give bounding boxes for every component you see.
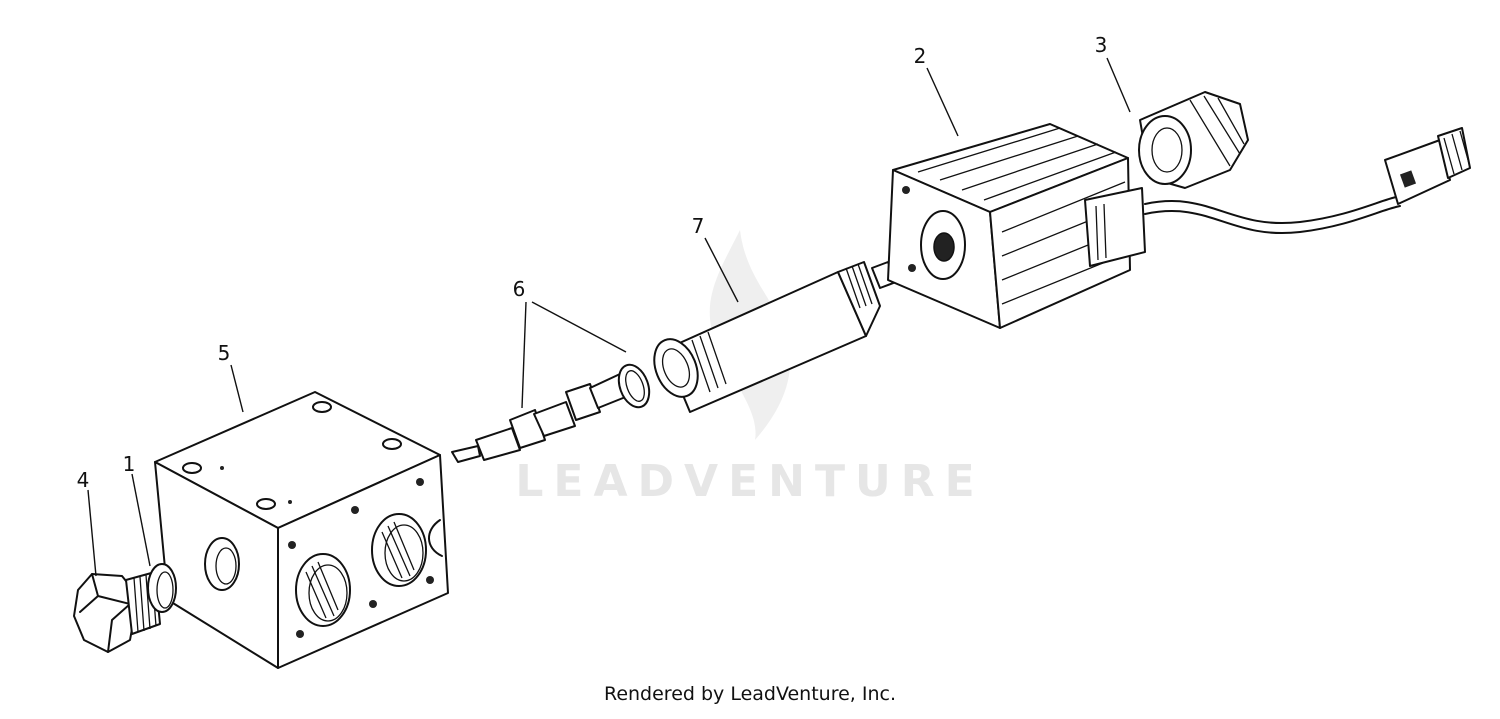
part-2-coil bbox=[887, 123, 1146, 329]
watermark-text: LEADVENTURE bbox=[515, 456, 984, 507]
callout-4: 4 bbox=[77, 468, 90, 492]
part-3-nut bbox=[1138, 91, 1249, 189]
callout-5: 5 bbox=[218, 341, 231, 365]
part-6-spool bbox=[451, 363, 651, 463]
connector-wire bbox=[1144, 127, 1471, 235]
callout-7: 7 bbox=[692, 214, 705, 238]
leader-lines bbox=[87, 57, 1131, 577]
callout-2: 2 bbox=[914, 44, 927, 68]
part-1-washer bbox=[147, 563, 177, 613]
footer-credit: Rendered by LeadVenture, Inc. bbox=[603, 683, 897, 705]
callouts: 4 1 5 6 7 2 3 bbox=[77, 33, 1108, 492]
callout-3: 3 bbox=[1095, 33, 1108, 57]
callout-6: 6 bbox=[513, 277, 526, 301]
callout-1: 1 bbox=[123, 452, 136, 476]
part-5-valve-block bbox=[154, 391, 449, 669]
part-4-plug bbox=[73, 571, 161, 653]
